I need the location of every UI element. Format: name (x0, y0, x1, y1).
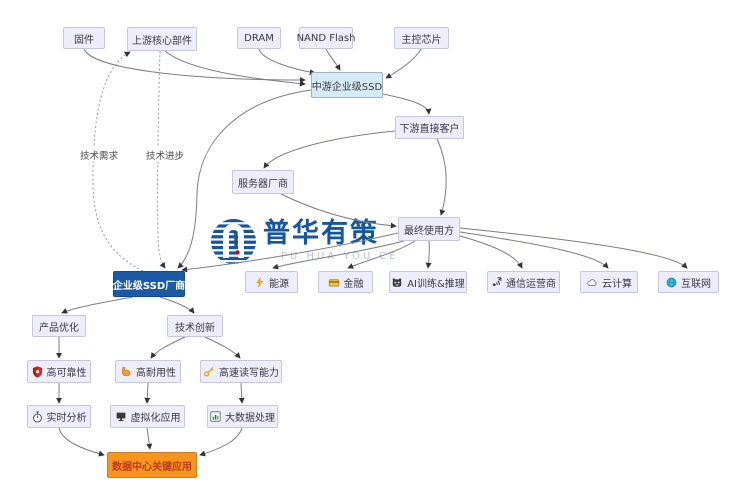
node-energy: 能源 (245, 271, 298, 293)
robot-icon (391, 277, 403, 288)
edge-downstream-server (263, 130, 396, 169)
edge-enduser-telecom (459, 235, 523, 269)
node-downstream-direct-customers: 下游直接客户 (395, 116, 464, 139)
edge-enduser-internet (459, 227, 688, 269)
key-icon (203, 366, 215, 377)
node-firmware: 固件 (63, 27, 105, 49)
node-telecom-operator: 通信运营商 (487, 271, 560, 293)
shield-icon (32, 365, 43, 378)
node-high-durability: 高耐用性 (115, 360, 181, 383)
node-midstream-enterprise-ssd: 中游企业级SSD (311, 72, 383, 98)
node-nand-flash: NAND Flash (297, 27, 355, 49)
lightning-icon (254, 276, 265, 288)
edge-realtime-datacenter (58, 427, 105, 457)
node-enterprise-ssd-manufacturer: 企业级SSD厂商 (113, 271, 185, 297)
node-server-vendor: 服务器厂商 (232, 170, 294, 194)
node-upstream-core: 上游核心部件 (127, 27, 197, 51)
node-datacenter-key-apps: 数据中心关键应用 (107, 452, 197, 478)
signal-icon (491, 276, 502, 288)
edge-virtualization-datacenter (146, 427, 153, 450)
node-virtualization-apps: 虚拟化应用 (110, 405, 185, 428)
edge-speed-bigdata (238, 382, 245, 404)
node-high-speed-rw: 高速读写能力 (200, 360, 282, 383)
node-product-optimization: 产品优化 (32, 315, 86, 337)
edge-label-tech-demand: 技术需求 (79, 148, 120, 162)
edge-bigdata-datacenter (199, 427, 243, 457)
node-finance: 金融 (318, 271, 373, 293)
node-realtime-analysis: 实时分析 (27, 405, 91, 428)
muscle-icon (120, 366, 132, 377)
edge-techinnov-speed (204, 336, 241, 359)
edge-label-tech-progress: 技术进步 (145, 148, 186, 162)
edge-manufacturer-techinnov (159, 296, 195, 314)
edge-durability-virtualization (144, 382, 151, 404)
edge-upstream-midstream (164, 50, 306, 87)
edge-midstream-downstream (382, 93, 432, 115)
watermark: 普华有策 PU HUA YOU CE (210, 218, 399, 265)
watermark-subtitle-text: PU HUA YOU CE (281, 251, 399, 262)
node-big-data-processing: 大数据处理 (207, 405, 278, 428)
edge-dram-midstream (258, 48, 316, 76)
edge-downstream-enduser (436, 138, 447, 216)
node-internet: 互联网 (658, 271, 719, 293)
chart-icon (210, 411, 221, 422)
credit-card-icon (328, 277, 340, 288)
edge-firmware-midstream (83, 48, 306, 83)
node-high-reliability: 高可靠性 (27, 360, 91, 383)
clock-icon (32, 410, 43, 423)
node-tech-innovation: 技术创新 (167, 315, 223, 337)
watermark-brand-text: 普华有策 (263, 218, 379, 249)
edge-enduser-ai (425, 240, 432, 269)
edge-manufacturer-productopt (61, 296, 134, 314)
monitor-icon (115, 411, 127, 422)
edge-controller-midstream (385, 48, 422, 79)
node-cloud-computing: 云计算 (580, 271, 638, 293)
edge-nand-midstream (325, 48, 341, 71)
node-final-end-user: 最终使用方 (398, 217, 460, 241)
globe-icon (666, 277, 677, 288)
node-main-controller: 主控芯片 (394, 27, 449, 49)
edge-enduser-cloud (459, 231, 609, 269)
cloud-icon (586, 277, 598, 288)
node-ai-training-inference: AI训练&推理 (389, 271, 467, 293)
puhua-logo-icon (211, 219, 256, 264)
node-dram: DRAM (237, 27, 281, 49)
edge-techinnov-durability (150, 336, 186, 359)
